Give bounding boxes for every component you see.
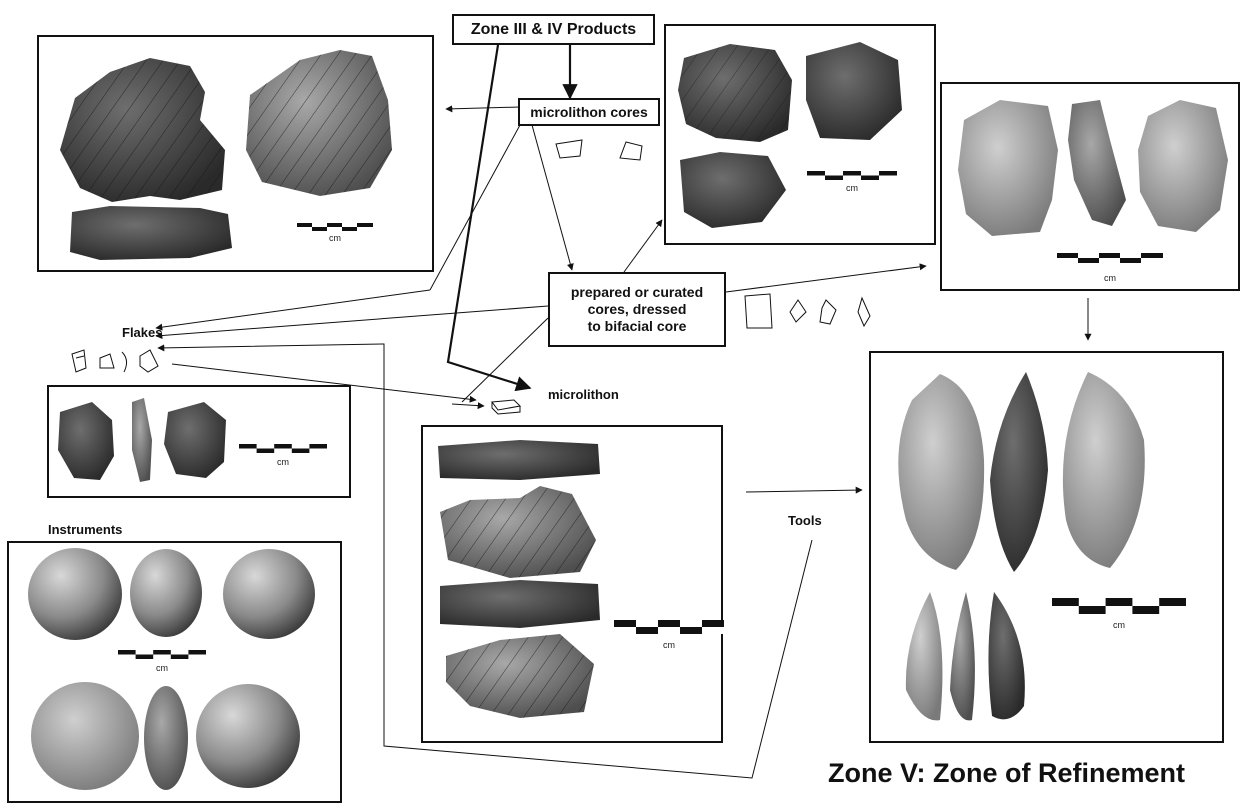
scale-bar-6: cm xyxy=(1052,598,1186,630)
prepared-core-3 xyxy=(1138,100,1228,232)
flake-photo-3 xyxy=(164,402,226,478)
svg-text:cm: cm xyxy=(277,457,289,467)
scale-bar-7: cm xyxy=(118,650,206,673)
microlithon-photo-4 xyxy=(446,634,594,718)
scale-bar-2: cm xyxy=(807,171,897,193)
point-3 xyxy=(988,592,1024,719)
hammerstone-2 xyxy=(130,549,202,637)
flake-photo-2 xyxy=(132,398,152,482)
point-1 xyxy=(906,592,943,720)
svg-text:cm: cm xyxy=(663,640,675,650)
hammerstone-3 xyxy=(223,549,315,639)
hammerstone-4 xyxy=(31,682,139,790)
scale-unit: cm xyxy=(329,233,341,243)
prepared-core-sketches xyxy=(745,294,870,328)
scale-bar-1: cm xyxy=(297,223,373,243)
tools-label: Tools xyxy=(788,513,822,528)
microlithon-photo-1 xyxy=(438,440,600,480)
prepared-core-2 xyxy=(1068,100,1126,226)
small-core-2 xyxy=(806,42,902,140)
biface-2 xyxy=(990,372,1048,572)
microlithon-sketch xyxy=(492,400,520,414)
small-core-1 xyxy=(678,44,792,142)
instruments-label: Instruments xyxy=(48,522,122,537)
microlithon-photo-2 xyxy=(440,486,596,578)
large-core-3 xyxy=(70,206,232,260)
svg-text:cm: cm xyxy=(1113,620,1125,630)
small-core-3 xyxy=(680,152,786,228)
flake-sketches xyxy=(72,350,158,372)
flake-photo-1 xyxy=(58,402,114,480)
biface-1 xyxy=(898,374,984,570)
svg-text:cm: cm xyxy=(1104,273,1116,283)
scale-bar-5: cm xyxy=(614,620,724,650)
prepared-cores-label: prepared or curated cores, dressed to bi… xyxy=(548,272,726,347)
microlithon-label: microlithon xyxy=(548,387,619,402)
hammerstone-5 xyxy=(144,686,188,790)
prepared-core-1 xyxy=(958,100,1058,236)
point-2 xyxy=(950,592,975,720)
large-core-2 xyxy=(246,50,392,196)
biface-3 xyxy=(1063,372,1145,568)
scale-bar-4: cm xyxy=(239,444,327,467)
microlithon-cores-label: microlithon cores xyxy=(518,98,660,126)
svg-text:cm: cm xyxy=(156,663,168,673)
hammerstone-6 xyxy=(196,684,300,788)
flakes-label: Flakes xyxy=(122,325,162,340)
microlithon-photo-3 xyxy=(440,580,600,628)
core-sketches xyxy=(556,140,642,160)
zone-title: Zone V: Zone of Refinement xyxy=(828,758,1185,789)
svg-text:cm: cm xyxy=(846,183,858,193)
scale-bar-3: cm xyxy=(1057,253,1163,283)
zone-products-label: Zone III & IV Products xyxy=(452,14,655,45)
large-core-1 xyxy=(60,58,225,202)
hammerstone-1 xyxy=(28,548,122,640)
